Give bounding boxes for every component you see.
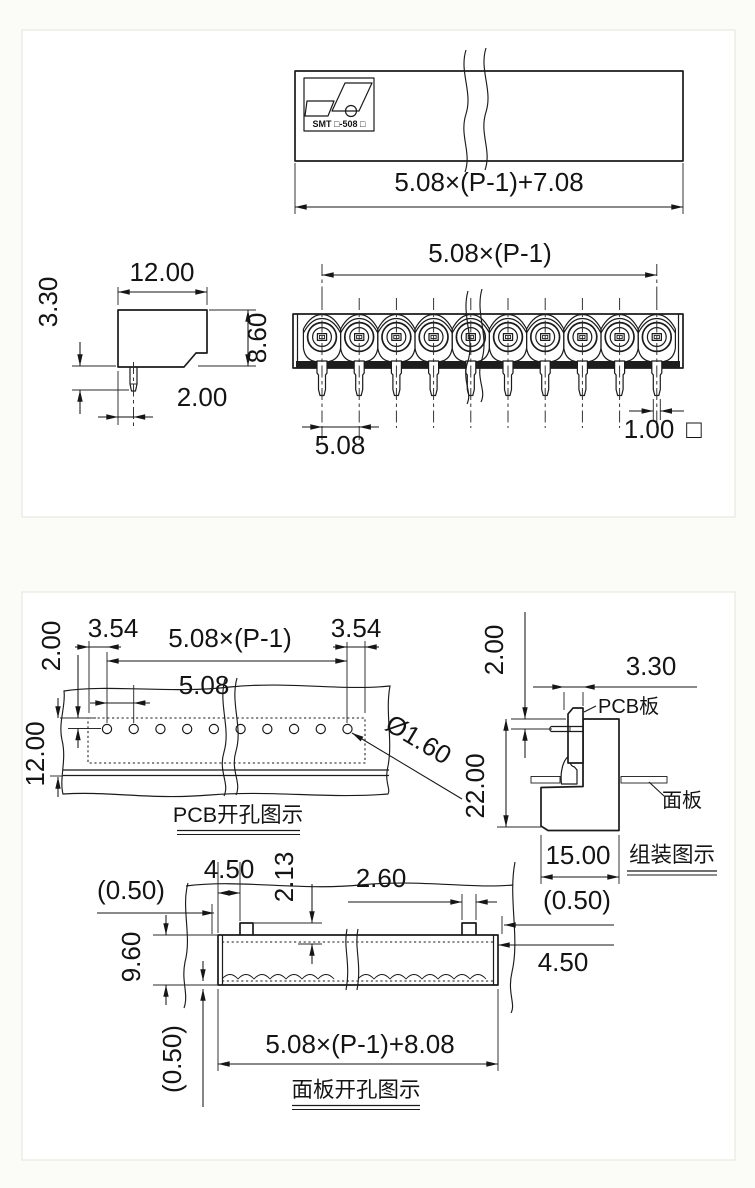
dim-side-width: 12.00 (129, 257, 194, 287)
dim-assembly-height: 22.00 (460, 753, 490, 818)
logo-parallelogram-icon (331, 82, 373, 112)
dim-pcb-depth: 12.00 (20, 721, 50, 786)
panel-hatch-left (530, 776, 561, 784)
dim-gap-left: (0.50) (97, 875, 165, 905)
dim-assembly-pin-offset: 2.00 (479, 625, 509, 676)
dim-front-span: 5.08×(P-1) (428, 238, 552, 268)
dim-pcb-thickness: 3.30 (626, 651, 677, 681)
dim-side-height: 8.60 (242, 313, 272, 364)
pcb-hole (288, 723, 300, 735)
pcb-hole (235, 723, 246, 735)
pcb-hole (315, 723, 326, 735)
pcb-hole (155, 723, 166, 735)
pcb-hole-row (101, 723, 353, 735)
dim-pin-size: 1.00 (624, 414, 675, 444)
terminal-centerlines (321, 298, 658, 428)
pcb-hole (181, 723, 193, 735)
logo-parallelogram2-icon (304, 100, 335, 117)
terminal-mounting-band (296, 361, 680, 368)
front-view: 5.08×(P-1) 5.08 1.00 □ (292, 238, 702, 460)
dim-pcb-span: 5.08×(P-1) (168, 623, 292, 653)
side-view: 12.00 8.60 3.30 2.00 (33, 257, 272, 428)
dim-notch-depth: 2.13 (269, 852, 299, 903)
dim-side-pin-length: 3.30 (33, 277, 63, 328)
pcb-hole-view: 3.54 5.08×(P-1) 3.54 5.08 2.00 12.00 Ø1.… (20, 613, 463, 835)
caption-cutout-view: 面板开孔图示 (291, 1078, 420, 1102)
dim-slot-height: 9.60 (116, 932, 146, 983)
strip-top-view: SMT □-508 □ 5.08×(P-1)+7.08 (294, 47, 684, 214)
dim-notch-offset: 4.50 (204, 854, 255, 884)
label-pcb-board: PCB板 (598, 695, 659, 718)
pcb-hole (101, 723, 113, 735)
dim-notch-width: 2.60 (356, 863, 407, 893)
logo-circle-icon (344, 104, 358, 118)
panel-cutout-view: (0.50) 4.50 2.13 2.60 9.60 (0.50) 5.08×(… (97, 852, 614, 1110)
pcb-hole (208, 723, 220, 735)
dim-cutout-length: 5.08×(P-1)+8.08 (265, 1029, 454, 1059)
dim-assembly-depth: 15.00 (545, 840, 610, 870)
pcb-board (567, 707, 584, 764)
square-pin-symbol: □ (686, 414, 702, 444)
dim-pcb-margin-right: 3.54 (331, 613, 382, 643)
assembly-view: 2.00 3.30 22.00 PCB板 面板 15.00 组装图示 (460, 612, 717, 884)
brand-logo: SMT □-508 □ (303, 77, 375, 132)
dim-side-pin-offset: 2.00 (177, 382, 228, 412)
pcb-hole (128, 723, 139, 735)
logo-text: SMT □-508 □ (313, 119, 366, 129)
dim-front-pitch: 5.08 (315, 430, 366, 460)
dim-gap-right: (0.50) (543, 885, 611, 915)
pcb-hole (262, 723, 273, 735)
dim-gap-bottom: (0.50) (157, 1025, 187, 1093)
caption-pcb-view: PCB开孔图示 (173, 803, 303, 827)
dim-pcb-row-offset: 2.00 (36, 621, 66, 672)
dim-edge-offset: 4.50 (538, 947, 589, 977)
label-panel: 面板 (662, 789, 702, 812)
dim-strip-length: 5.08×(P-1)+7.08 (394, 167, 583, 197)
panel-hatch-right (620, 776, 668, 784)
dim-pcb-pitch: 5.08 (179, 670, 230, 700)
pcb-hole (342, 723, 353, 735)
connector-body (540, 718, 620, 832)
caption-assembly-view: 组装图示 (629, 843, 715, 867)
dim-pcb-margin-left: 3.54 (88, 613, 139, 643)
